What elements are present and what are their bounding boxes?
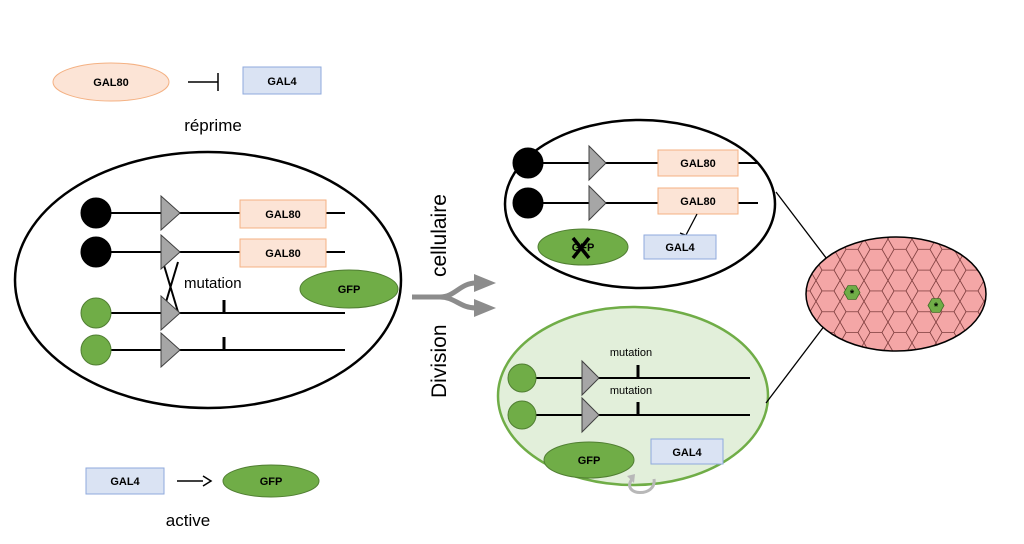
gal80-transgene-label: GAL80	[680, 158, 715, 170]
daughter-cell-labeled: mutation mutation GFP GAL4	[496, 305, 770, 494]
centromere-black	[512, 187, 544, 219]
gfp-label: GFP	[338, 284, 361, 296]
frt-site-triangle	[160, 331, 181, 369]
legend-gal4-label: GAL4	[267, 76, 297, 88]
centromere-green	[507, 363, 537, 393]
mutation-label: mutation	[610, 347, 652, 359]
gal80-transgene-box	[239, 238, 327, 268]
gfp-protein	[299, 269, 399, 309]
daughter-cell-unlabeled: GAL80 GAL80 GAL4 GFP	[503, 118, 777, 290]
division-arrow-stem	[439, 294, 477, 311]
mutation-label: mutation	[610, 385, 652, 397]
legend-gal4-label-2: GAL4	[110, 476, 140, 488]
frt-site-triangle	[160, 194, 181, 232]
legend-gal4-box	[242, 66, 322, 95]
frt-site-triangle	[160, 233, 181, 271]
legend-repression: GAL80 GAL4 réprime	[52, 62, 322, 135]
reprime-caption: réprime	[184, 116, 242, 135]
gfp-label: GFP	[578, 455, 601, 467]
centromere-green	[80, 297, 112, 329]
svg-text:*: *	[934, 301, 939, 313]
gfp-clone-cell: *	[927, 298, 945, 313]
frt-site-triangle	[588, 144, 607, 182]
gal4-label: GAL4	[672, 447, 702, 459]
legend-gal80-label: GAL80	[93, 77, 128, 89]
activation-arrow-head	[202, 475, 213, 487]
centromere-black	[80, 197, 112, 229]
division-arrowhead	[474, 274, 496, 292]
cell-division: Division cellulaire	[412, 194, 496, 398]
centromere-green	[80, 334, 112, 366]
centromere-black	[80, 236, 112, 268]
division-label: Division	[428, 324, 451, 398]
gal80-transgene-label: GAL80	[265, 248, 300, 260]
activation-loop-arrow-icon	[627, 474, 656, 494]
repression-line	[685, 213, 698, 236]
gal4-box	[650, 438, 724, 465]
gfp-clone-cell: *	[843, 285, 861, 300]
frt-site-triangle	[581, 396, 600, 434]
gal4-label: GAL4	[665, 242, 695, 254]
legend-gal4-box-2	[85, 467, 165, 495]
legend-activation: GAL4 GFP active	[85, 464, 320, 530]
mutation-label: mutation	[184, 275, 242, 292]
gal80-transgene-label: GAL80	[265, 209, 300, 221]
frt-site-triangle	[160, 294, 181, 332]
legend-gfp-label: GFP	[260, 476, 283, 488]
gal80-transgene-box	[657, 187, 739, 215]
svg-text:*: *	[850, 288, 855, 300]
frt-site-triangle	[581, 359, 600, 397]
gal4-box	[643, 234, 717, 260]
legend-gal80-ellipse	[52, 62, 170, 102]
gal80-transgene-box	[239, 199, 327, 229]
gal80-transgene-label: GAL80	[680, 196, 715, 208]
centromere-green	[507, 400, 537, 430]
tissue-outline	[805, 236, 987, 352]
mother-cell: GAL80 GAL80 mutation GFP	[13, 150, 403, 410]
tissue-hex-grid	[806, 237, 986, 351]
active-caption: active	[166, 511, 210, 530]
cross-icon	[571, 236, 591, 260]
centromere-black	[512, 147, 544, 179]
cellulaire-label: cellulaire	[428, 194, 451, 277]
gal80-transgene-box	[657, 149, 739, 177]
mosaic-tissue: * *	[805, 236, 987, 352]
legend-gfp-ellipse	[222, 464, 320, 498]
gfp-protein	[543, 441, 635, 479]
division-arrowhead	[474, 299, 496, 317]
frt-site-triangle	[588, 184, 607, 222]
